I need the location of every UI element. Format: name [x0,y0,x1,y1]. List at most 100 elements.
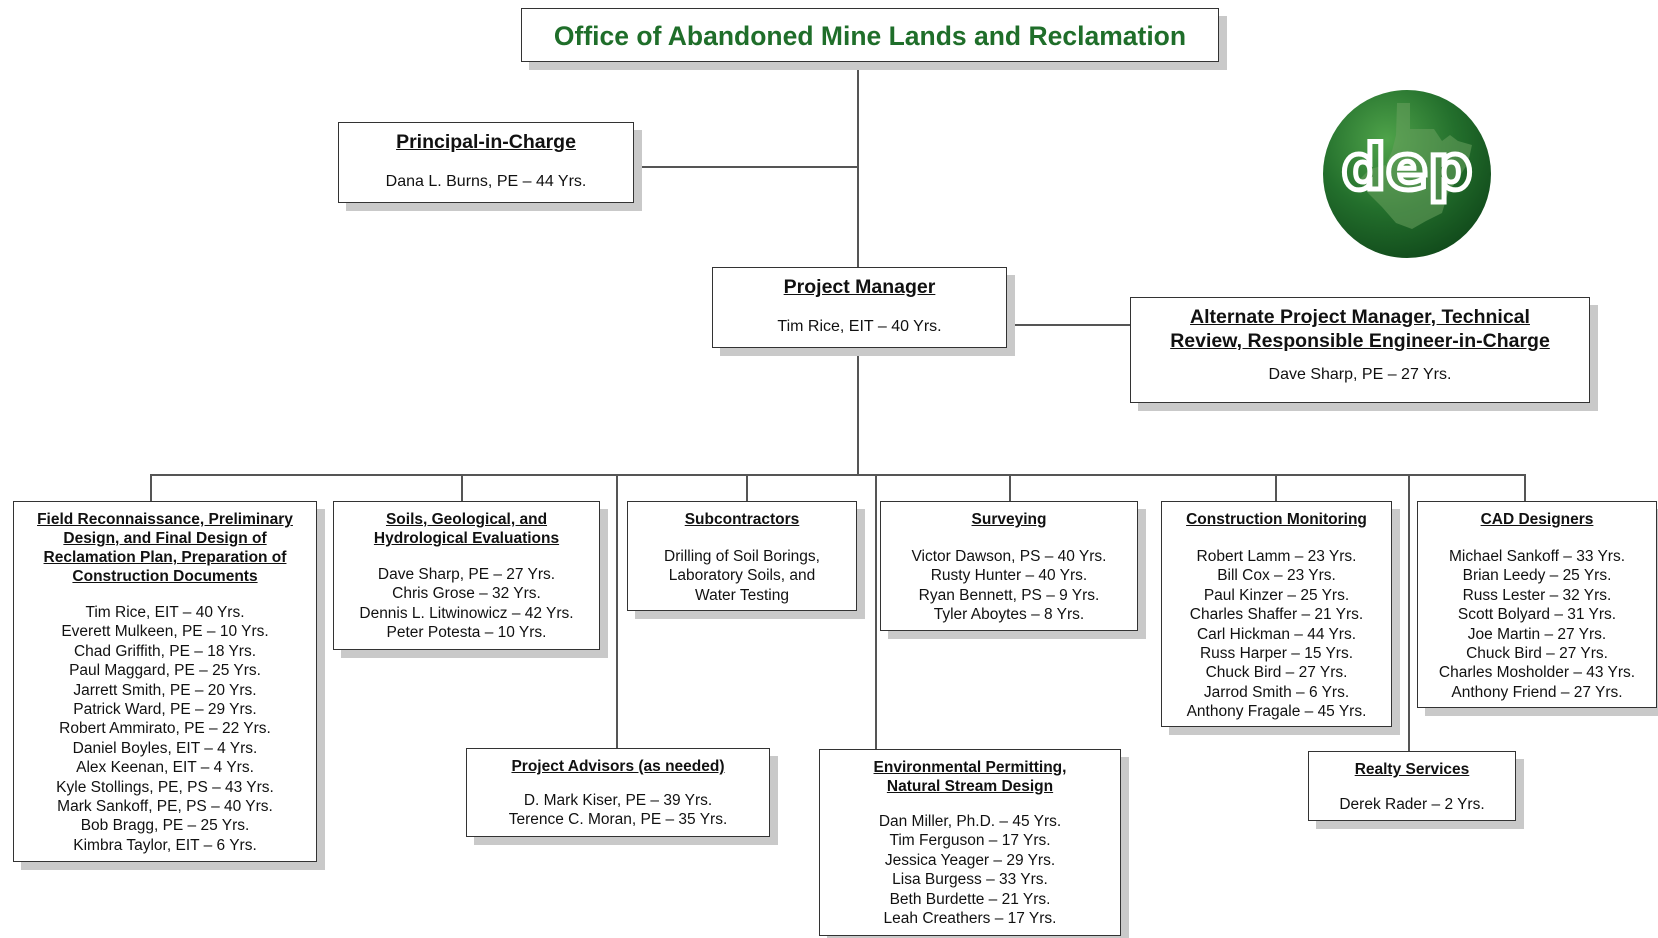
staff-entry: Patrick Ward, PE – 29 Yrs. [73,701,257,719]
staff-entry: Derek Rader – 2 Yrs. [1339,796,1485,813]
staff-entry: Mark Sankoff, PE, PS – 40 Yrs. [57,798,273,816]
staff-entry: Charles Shaffer – 21 Yrs. [1189,606,1364,624]
staff-entry: Victor Dawson, PS – 40 Yrs. [911,548,1107,565]
soils-names: Dave Sharp, PE – 27 Yrs.Chris Grose – 32… [334,565,599,643]
subcontractors-heading: Subcontractors [628,510,856,529]
staff-entry: Charles Mosholder – 43 Yrs. [1438,664,1636,682]
surveying-heading: Surveying [881,510,1137,529]
staff-entry: Dana L. Burns, PE – 44 Yrs. [385,173,587,190]
alternate-names: Dave Sharp, PE – 27 Yrs. [1131,365,1589,384]
staff-entry: Leah Creathers – 17 Yrs. [883,910,1057,928]
principal-box: Principal-in-Charge Dana L. Burns, PE – … [338,122,634,203]
heading-line: Subcontractors [684,511,800,528]
environmental-box: Environmental Permitting, Natural Stream … [819,749,1121,936]
heading-line: CAD Designers [1480,511,1594,528]
connector-construction [1275,474,1277,501]
staff-entry: Beth Burdette – 21 Yrs. [889,890,1051,908]
connector-alternate [1005,324,1131,326]
cad-heading: CAD Designers [1418,510,1656,529]
realty-box: Realty Services Derek Rader – 2 Yrs. [1308,751,1516,821]
surveying-names: Victor Dawson, PS – 40 Yrs. Rusty Hunter … [881,547,1137,625]
staff-entry: Bob Bragg, PE – 25 Yrs. [80,817,250,835]
connector-surveying [1009,474,1011,501]
staff-entry: Jarrod Smith – 6 Yrs. [1203,683,1350,701]
staff-entry: Dave Sharp, PE – 27 Yrs. [1268,366,1452,383]
staff-entry: Anthony Friend – 27 Yrs. [1451,683,1623,701]
connector-cad [1524,474,1526,501]
connector-manager-to-teams [857,346,859,474]
cad-box: CAD Designers Michael Sankoff – 33 Yrs. B… [1417,501,1657,708]
staff-entry: Everett Mulkeen, PE – 10 Yrs. [61,623,269,641]
staff-entry: Anthony Fragale – 45 Yrs. [1186,703,1367,721]
principal-heading: Principal-in-Charge [396,131,576,153]
connector-team-bus [150,474,1525,476]
staff-entry: Robert Ammirato, PE – 22 Yrs. [59,720,271,738]
subcontractors-names: Drilling of Soil Borings,Laboratory Soil… [628,547,856,605]
staff-entry: Drilling of Soil Borings, [664,548,820,565]
staff-entry: Chuck Bird – 27 Yrs. [1466,645,1608,663]
heading-line: Soils, Geological, and [385,511,548,528]
staff-entry: Robert Lamm – 23 Yrs. [1196,548,1357,565]
staff-entry: Dave Sharp, PE – 27 Yrs. [377,566,556,583]
surveying-box: Surveying Victor Dawson, PS – 40 Yrs. Rus… [880,501,1138,631]
staff-entry: Ryan Bennett, PS – 9 Yrs. [918,586,1100,604]
staff-entry: Rusty Hunter – 40 Yrs. [930,567,1088,585]
heading-line: Reclamation Plan, Preparation of [43,549,287,566]
cad-names: Michael Sankoff – 33 Yrs. Brian Leedy – 2… [1418,547,1656,702]
construction-names: Robert Lamm – 23 Yrs.Bill Cox – 23 Yrs.P… [1162,547,1391,722]
staff-entry: Chuck Bird – 27 Yrs. [1205,664,1348,682]
realty-names: Derek Rader – 2 Yrs. [1309,795,1515,814]
dep-logo-icon: dep [1322,89,1492,259]
project-manager-box: Project Manager Tim Rice, EIT – 40 Yrs. [712,267,1007,348]
principal-names: Dana L. Burns, PE – 44 Yrs. [339,172,633,191]
staff-entry: Alex Keenan, EIT – 4 Yrs. [76,759,254,777]
staff-entry: Dennis L. Litwinowicz – 42 Yrs. [359,604,574,622]
heading-line: Environmental Permitting, [873,759,1067,776]
staff-entry: Chad Griffith, PE – 18 Yrs. [73,642,257,660]
environmental-names: Dan Miller, Ph.D. – 45 Yrs.Tim Ferguson … [820,812,1120,928]
project-manager-names: Tim Rice, EIT – 40 Yrs. [713,317,1006,336]
connector-advisors [616,474,618,749]
heading-line: Project Advisors (as needed) [511,758,725,775]
construction-box: Construction Monitoring Robert Lamm – 23… [1161,501,1392,727]
staff-entry: Russ Harper – 15 Yrs. [1199,645,1354,663]
logo-text: dep [1342,131,1473,204]
connector-environmental [875,474,877,750]
heading-line: Construction Monitoring [1186,511,1367,528]
heading-line: Hydrological Evaluations [373,530,560,547]
connector-field [150,474,152,501]
staff-entry: Kimbra Taylor, EIT – 6 Yrs. [73,836,257,854]
staff-entry: Terence C. Moran, PE – 35 Yrs. [508,811,728,829]
connector-title-to-manager [857,70,859,268]
connector-soils [461,474,463,501]
staff-entry: Michael Sankoff – 33 Yrs. [1448,548,1626,565]
heading-line: Review, Responsible Engineer-in-Charge [1170,330,1550,352]
advisors-heading: Project Advisors (as needed) [467,757,769,776]
staff-entry: Russ Lester – 32 Yrs. [1462,586,1612,604]
staff-entry: Tim Rice, EIT – 40 Yrs. [85,604,245,621]
staff-entry: Jarrett Smith, PE – 20 Yrs. [73,681,257,699]
heading-line: Field Reconnaissance, Preliminary [37,511,293,528]
connector-subcontractors [746,474,748,501]
heading-line: Realty Services [1354,761,1470,778]
realty-heading: Realty Services [1309,760,1515,779]
staff-entry: Bill Cox – 23 Yrs. [1217,567,1336,585]
staff-entry: Lisa Burgess – 33 Yrs. [892,871,1048,889]
staff-entry: Peter Potesta – 10 Yrs. [386,624,547,642]
staff-entry: Tim Rice, EIT – 40 Yrs. [777,318,942,335]
staff-entry: Kyle Stollings, PE, PS – 43 Yrs. [56,778,274,796]
heading-line: Construction Documents [72,568,258,585]
staff-entry: Brian Leedy – 25 Yrs. [1462,567,1612,585]
subcontractors-box: Subcontractors Drilling of Soil Borings,… [627,501,857,611]
staff-entry: Tim Ferguson – 17 Yrs. [889,832,1051,850]
staff-entry: Daniel Boyles, EIT – 4 Yrs. [72,739,258,757]
staff-entry: Tyler Aboytes – 8 Yrs. [933,606,1085,624]
heading-line: Natural Stream Design [886,778,1054,795]
title-box: Office of Abandoned Mine Lands and Recla… [521,8,1219,62]
